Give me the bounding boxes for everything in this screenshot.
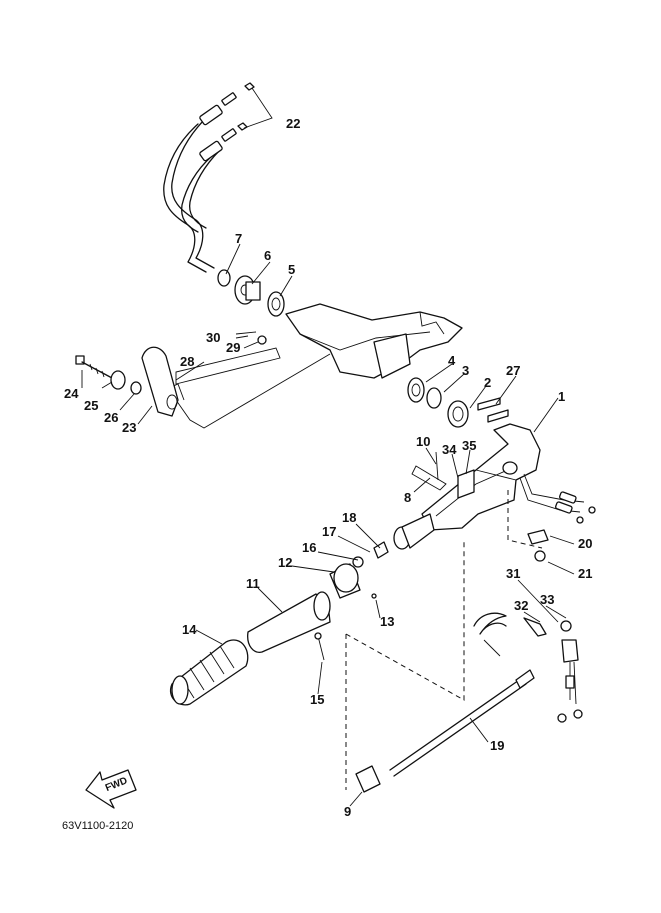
callout-4: 4 [448,353,456,368]
callout-13: 13 [380,614,394,629]
stop-switch-assembly [473,490,583,723]
throttle-cables [163,82,273,273]
grommet-assembly [217,269,285,317]
callout-11: 11 [246,576,260,591]
callout-33: 33 [540,592,554,607]
callout-7: 7 [235,231,242,246]
fwd-arrow-icon: FWD [85,769,137,809]
mount-hardware [75,331,267,395]
callout-28: 28 [180,354,194,369]
callout-24: 24 [64,386,79,401]
callout-17: 17 [322,524,336,539]
callout-27: 27 [506,363,520,378]
callout-32: 32 [514,598,528,613]
callout-8: 8 [404,490,411,505]
catalog-code: 63V1100-2120 [62,820,133,832]
callout-34: 34 [442,442,457,457]
callout-10: 10 [416,434,430,449]
leader-lines [81,243,575,807]
callout-23: 23 [122,420,136,435]
callout-18: 18 [342,510,356,525]
bracket-assembly [141,303,463,429]
callout-labels: 1 2 3 4 5 6 7 8 9 10 11 12 13 14 15 16 1… [64,116,592,819]
callout-16: 16 [302,540,316,555]
callout-31: 31 [506,566,520,581]
washer-stack [407,377,509,428]
callout-14: 14 [182,622,197,637]
callout-35: 35 [462,438,476,453]
callout-30: 30 [206,330,220,345]
callout-2: 2 [484,375,491,390]
callout-6: 6 [264,248,271,263]
callout-19: 19 [490,738,504,753]
callout-3: 3 [462,363,469,378]
callout-15: 15 [310,692,324,707]
friction-rod [345,540,535,793]
callout-12: 12 [278,555,292,570]
callout-25: 25 [84,398,98,413]
callout-21: 21 [578,566,592,581]
callout-5: 5 [288,262,295,277]
tiller-handle [169,541,389,706]
callout-22: 22 [286,116,300,131]
callout-1: 1 [558,389,565,404]
steering-bracket [393,423,596,550]
callout-9: 9 [344,804,351,819]
callout-29: 29 [226,340,240,355]
callout-20: 20 [578,536,592,551]
callout-26: 26 [104,410,118,425]
